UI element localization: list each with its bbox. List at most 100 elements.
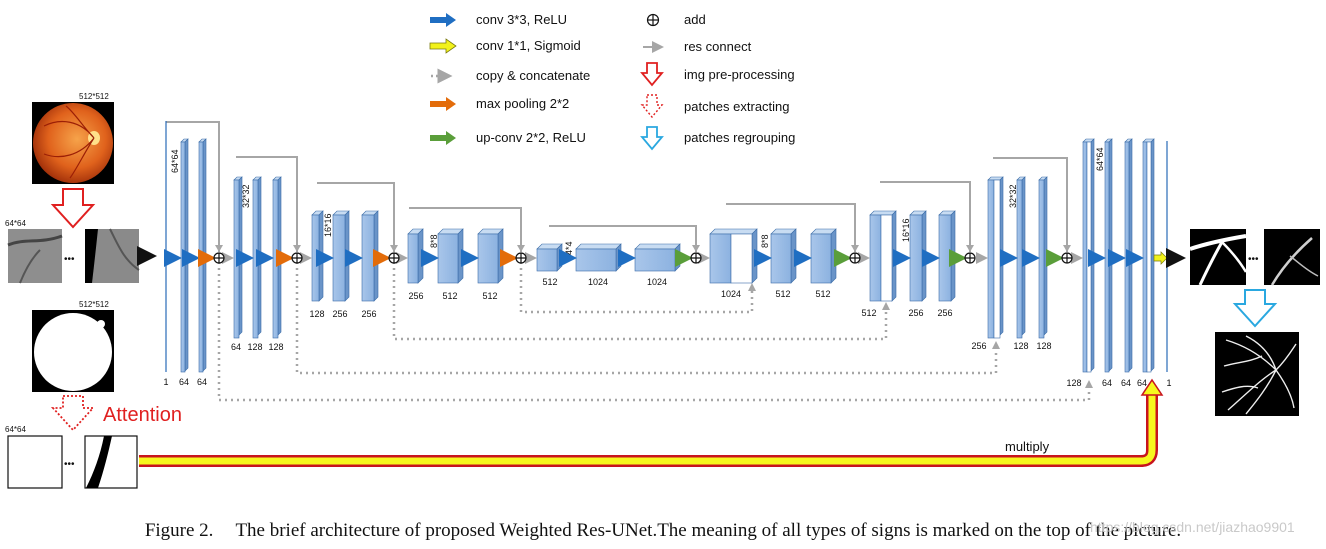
attention-label: Attention (103, 404, 182, 426)
legend-item-upconv: up-conv 2*2, ReLU (430, 130, 586, 145)
channel-label: 256 (937, 308, 952, 318)
channel-label: 64 (231, 342, 241, 352)
legend-item-pre: img pre-processing (640, 62, 795, 87)
dec4-block-1 (770, 228, 797, 284)
legend-label: max pooling 2*2 (476, 96, 569, 111)
circle-plus-icon (646, 13, 660, 27)
mask-patch-2 (84, 435, 138, 489)
channel-label: 256 (332, 309, 347, 319)
red-dotted-down-arrow-icon (640, 94, 664, 119)
channel-label: 128 (247, 342, 262, 352)
blue-arrow-icon (430, 13, 456, 27)
patch-ellipsis: ••• (64, 254, 75, 265)
legend-label: patches regrouping (684, 130, 795, 145)
channel-label: 128 (1013, 341, 1028, 351)
dec3-block-2 (938, 210, 956, 302)
legend-item-copy: copy & concatenate (431, 68, 590, 84)
channel-label: 512 (442, 291, 457, 301)
output-ellipsis: ••• (1248, 254, 1259, 265)
add-icon (849, 252, 861, 264)
enc2-block-3 (272, 176, 282, 339)
channel-label: 256 (908, 308, 923, 318)
patches-extracting-arrow-icon (50, 395, 96, 432)
channel-label: 1 (1166, 378, 1171, 388)
add-icon (515, 252, 527, 264)
multiply-arrowhead-icon (1140, 378, 1164, 396)
add-nodes (213, 252, 1073, 264)
legend-label: conv 1*1, Sigmoid (476, 38, 581, 53)
add-icon (964, 252, 976, 264)
res-label: 64*64 (170, 149, 180, 173)
conv1-sigmoid-arrow-icon (1153, 251, 1168, 265)
enc4-block-2 (437, 228, 464, 284)
res-label: 32*32 (1008, 184, 1018, 208)
channel-label: 512 (542, 277, 557, 287)
res-label: 32*32 (241, 184, 251, 208)
res-connections (166, 121, 1068, 252)
bottom-block-2 (575, 243, 622, 272)
multiply-connection: multiply (139, 378, 1164, 467)
dec4-block-2 (810, 228, 837, 284)
enc4-block-1 (407, 228, 424, 284)
cyan-hollow-down-arrow-icon (640, 126, 664, 151)
mask-patch-ellipsis: ••• (64, 459, 75, 470)
bottom-block-1 (536, 243, 563, 272)
output-patch-2 (1264, 229, 1320, 286)
resolution-labels: 64*64 32*32 16*16 8*8 4*4 8*8 16*16 32*3… (170, 147, 1105, 255)
res-label: 4*4 (564, 241, 574, 255)
legend-label: patches extracting (684, 99, 790, 114)
add-icon (690, 252, 702, 264)
dec2-concat-block (987, 176, 1004, 339)
skip-arrowheads (748, 283, 1093, 388)
res-label: 64*64 (1095, 147, 1105, 171)
legend-label: copy & concatenate (476, 68, 590, 83)
channel-label: 64 (197, 377, 207, 387)
enc1-block-2 (198, 138, 207, 373)
add-icon (291, 252, 303, 264)
legend-label: img pre-processing (684, 67, 795, 82)
channel-label: 1024 (647, 277, 667, 287)
res-label: 8*8 (760, 234, 770, 248)
channel-label: 64 (1102, 378, 1112, 388)
dec1-block-2 (1124, 138, 1133, 373)
legend-item-conv: conv 3*3, ReLU (430, 12, 567, 27)
enc3-block-3 (361, 210, 379, 302)
mask-patch-size-label: 64*64 (5, 425, 26, 434)
add-icon (213, 252, 225, 264)
channel-label: 128 (268, 342, 283, 352)
channel-label: 128 (1066, 378, 1081, 388)
channel-label: 512 (815, 289, 830, 299)
watermark: https://blog.csdn.net/jiazhao9901 (1090, 519, 1295, 535)
skip-connections (217, 262, 1091, 402)
pre-processing-arrow-icon (50, 188, 96, 229)
res-label: 8*8 (429, 234, 439, 248)
skip-connection-1 (217, 262, 1091, 402)
dec4-concat-block (709, 228, 758, 284)
dec3-block-1 (909, 210, 927, 302)
legend-item-pool: max pooling 2*2 (430, 96, 569, 111)
channel-label: 1 (163, 377, 168, 387)
channel-label: 256 (971, 341, 986, 351)
legend: conv 3*3, ReLU conv 1*1, Sigmoid copy & … (429, 12, 795, 151)
res-label: 16*16 (901, 218, 911, 242)
caption-text: The brief architecture of proposed Weigh… (235, 520, 1182, 541)
dec3-concat-block (869, 210, 897, 302)
channel-label: 512 (482, 291, 497, 301)
channel-label: 256 (361, 309, 376, 319)
channel-label: 512 (775, 289, 790, 299)
green-arrow-icon (430, 131, 456, 145)
segmentation-result-image (1215, 332, 1299, 416)
channel-label: 1024 (588, 277, 608, 287)
res-label: 16*16 (323, 213, 333, 237)
yellow-arrow-icon (429, 38, 457, 54)
enc3-block-2 (332, 210, 350, 302)
channel-label: 64 (1121, 378, 1131, 388)
dec1-block-1 (1104, 138, 1113, 373)
input-patch-1 (7, 229, 63, 284)
legend-label: up-conv 2*2, ReLU (476, 130, 586, 145)
bottom-block-3 (634, 243, 681, 272)
fundus-size-label: 512*512 (79, 92, 109, 101)
output-column: ••• (1166, 229, 1320, 416)
channel-label: 128 (1036, 341, 1051, 351)
enc1-block-1 (180, 138, 189, 373)
